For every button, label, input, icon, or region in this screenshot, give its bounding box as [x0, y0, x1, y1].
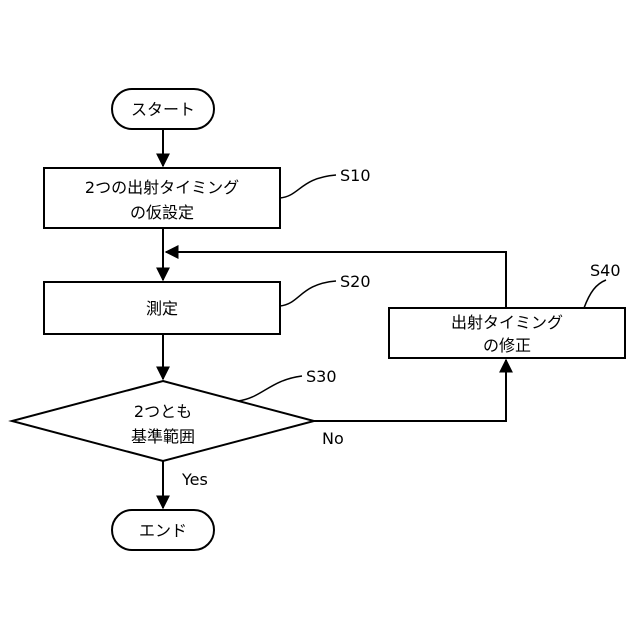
s10-leader [280, 175, 336, 198]
s30-line1: 2つとも [134, 402, 192, 421]
s40-ref: S40 [590, 261, 621, 280]
end-node: エンド [112, 510, 214, 550]
s20-node: 測定 [44, 282, 280, 334]
s20-leader [280, 281, 336, 306]
start-node: スタート [112, 89, 214, 129]
s30-node: 2つとも 基準範囲 [12, 381, 314, 461]
s10-ref: S10 [340, 166, 371, 185]
s20-label: 測定 [146, 299, 178, 318]
s30-line2: 基準範囲 [131, 427, 195, 446]
s10-node: 2つの出射タイミング の仮設定 [44, 168, 280, 228]
edge-s30-to-s40-no [314, 360, 506, 421]
s40-node: 出射タイミング の修正 [389, 308, 625, 358]
s40-line1: 出射タイミング [451, 313, 563, 332]
s10-line1: 2つの出射タイミング [85, 178, 239, 197]
s30-leader [238, 376, 302, 401]
start-label: スタート [131, 100, 195, 119]
s10-line2: の仮設定 [130, 203, 194, 222]
yes-label: Yes [181, 470, 208, 489]
s30-ref: S30 [306, 367, 337, 386]
end-label: エンド [139, 521, 187, 540]
s20-ref: S20 [340, 272, 371, 291]
no-label: No [322, 429, 344, 448]
s40-line2: の修正 [483, 336, 531, 355]
s40-leader [584, 280, 606, 308]
